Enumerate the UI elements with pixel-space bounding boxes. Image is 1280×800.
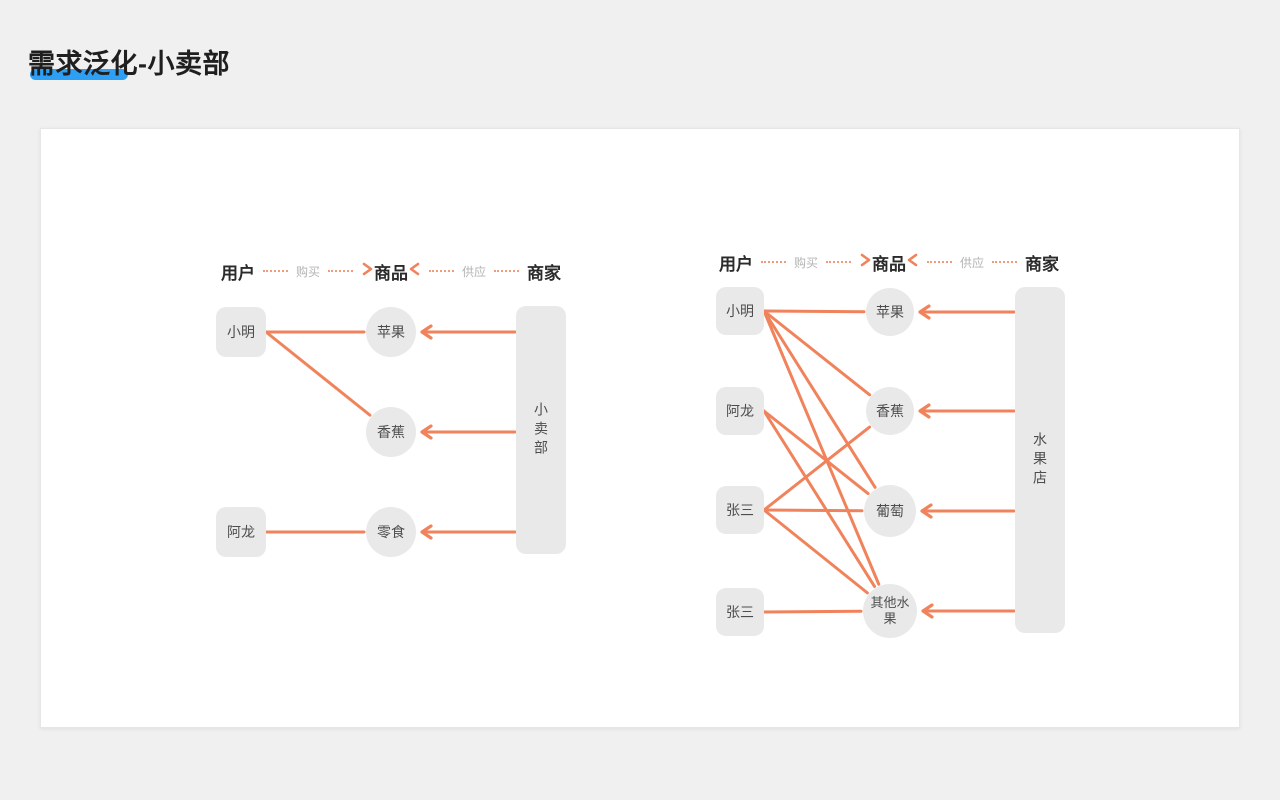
product-node: 香蕉 (366, 407, 416, 457)
edge-line (762, 609, 863, 614)
edge-line (762, 309, 872, 397)
product-node: 苹果 (366, 307, 416, 357)
relation-header: 用户 购买 商品 供应 商家 (719, 250, 1059, 274)
edge-line (762, 409, 877, 588)
relation-header: 用户 购买 商品 供应 商家 (221, 259, 561, 283)
arrow-right-icon (859, 253, 872, 272)
page-title: 需求泛化-小卖部 (28, 49, 230, 79)
user-node: 小明 (216, 307, 266, 357)
header-label-merchant: 商家 (1025, 254, 1060, 274)
arrowhead-left-icon (420, 324, 433, 340)
dotted-connector (494, 270, 520, 272)
arrowhead-left-icon (921, 603, 934, 619)
edge-line (762, 409, 870, 496)
dotted-connector (263, 270, 288, 272)
product-node: 香蕉 (866, 387, 914, 435)
product-node: 苹果 (866, 288, 914, 336)
user-node: 阿龙 (216, 507, 266, 557)
header-label-user: 用户 (221, 263, 255, 283)
arrowhead-left-icon (420, 524, 433, 540)
edge-line (762, 508, 869, 595)
store-label: 水果店 (1032, 431, 1048, 489)
header-label-user: 用户 (719, 254, 753, 274)
store-node: 小卖部 (516, 306, 566, 554)
flow-label-buy: 购买 (794, 255, 819, 270)
flow-label-supply: 供应 (960, 255, 985, 270)
header-label-product: 商品 (374, 263, 409, 283)
header-label-merchant: 商家 (527, 263, 562, 283)
flow-label-supply: 供应 (462, 264, 487, 279)
header-label-product: 商品 (872, 254, 907, 274)
dotted-connector (992, 261, 1018, 263)
dotted-connector (826, 261, 852, 263)
edge-line (762, 508, 864, 513)
arrowhead-left-icon (920, 503, 933, 519)
page-title-wrap: 需求泛化-小卖部 (28, 42, 230, 82)
product-node: 零食 (366, 507, 416, 557)
store-node: 水果店 (1015, 287, 1065, 633)
dotted-connector (328, 270, 354, 272)
product-node: 葡萄 (864, 485, 916, 537)
user-node: 阿龙 (716, 387, 764, 435)
edge-line (762, 309, 881, 586)
arrowhead-left-icon (918, 403, 931, 419)
canvas-card: 用户购买商品供应商家小明阿龙苹果香蕉零食小卖部用户购买商品供应商家小明阿龙张三张… (40, 128, 1240, 728)
arrow-right-icon (361, 262, 374, 281)
user-node: 张三 (716, 588, 764, 636)
edge-line (264, 330, 372, 417)
product-node: 其他水果 (863, 584, 917, 638)
user-node: 小明 (716, 287, 764, 335)
dotted-connector (429, 270, 455, 272)
arrow-left-icon (408, 262, 421, 281)
store-label: 小卖部 (533, 401, 549, 459)
edge-line (762, 309, 866, 314)
user-node: 张三 (716, 486, 764, 534)
flow-label-buy: 购买 (296, 264, 321, 279)
dotted-connector (761, 261, 786, 263)
title-highlight-bar (30, 69, 128, 80)
arrowhead-left-icon (420, 424, 433, 440)
arrowhead-left-icon (918, 304, 931, 320)
arrow-left-icon (906, 253, 919, 272)
edge-line (762, 425, 872, 512)
dotted-connector (927, 261, 953, 263)
edge-line (762, 309, 877, 489)
